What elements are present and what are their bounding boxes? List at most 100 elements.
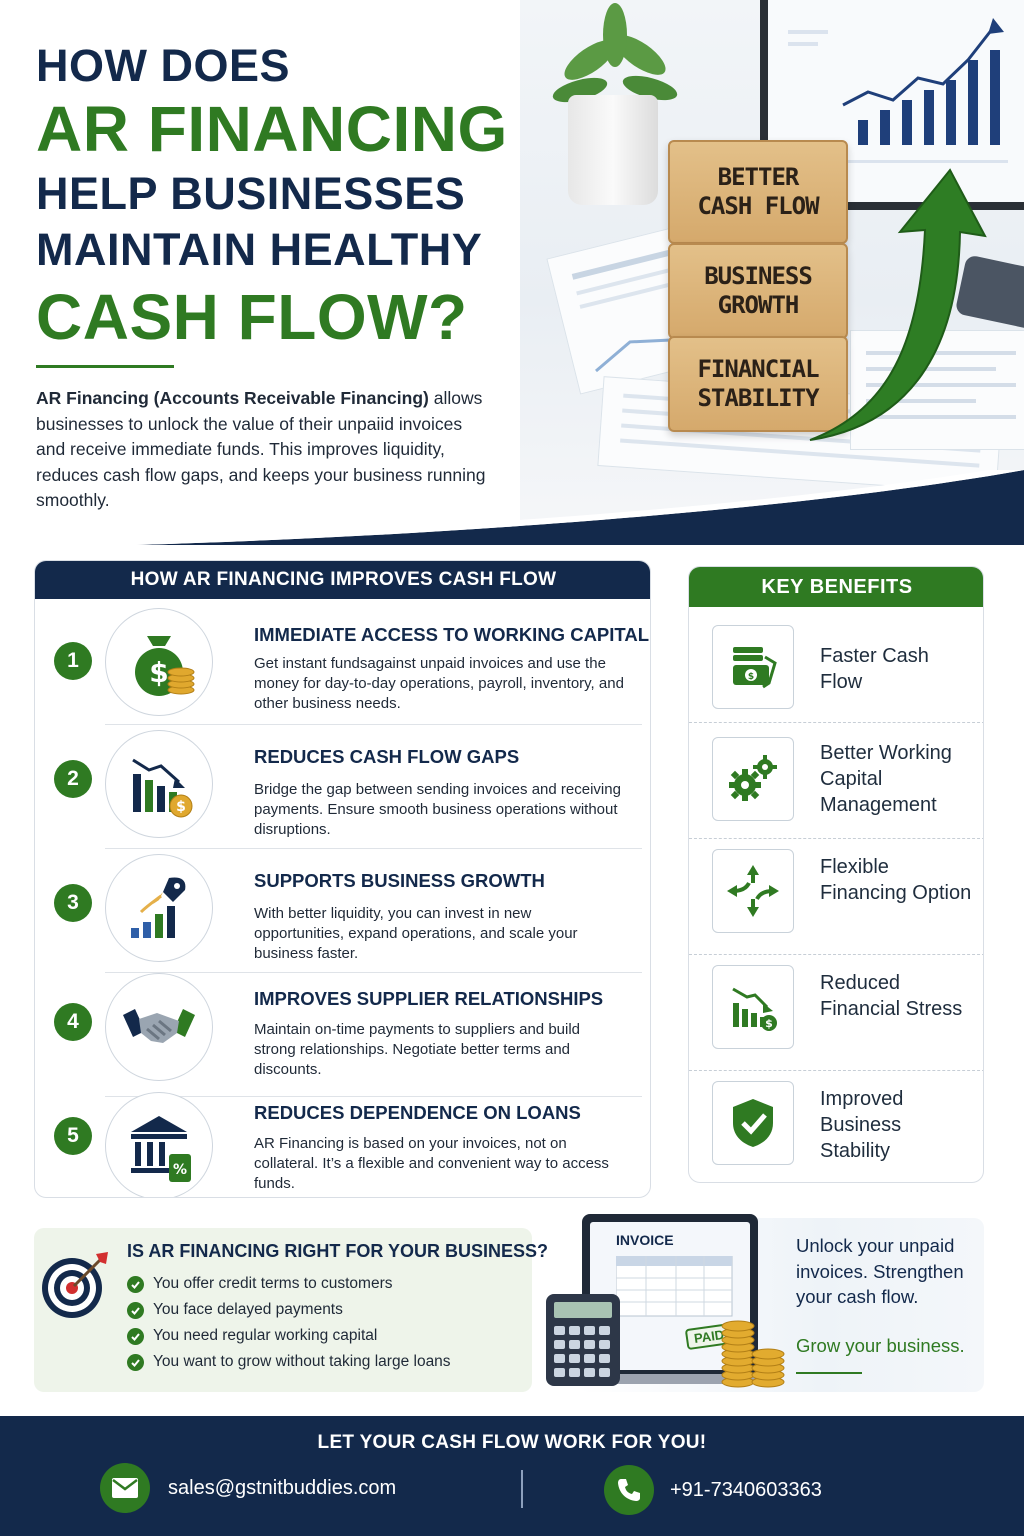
check-icon <box>127 1301 144 1319</box>
step-desc: Get instant fundsagainst unpaid invoices… <box>254 655 624 712</box>
arrows-svg <box>727 865 779 917</box>
monitor-chart-icon <box>788 18 1008 163</box>
check-icon <box>127 1275 144 1293</box>
checklist-title: IS AR FINANCING RIGHT FOR YOUR BUSINESS? <box>127 1241 549 1261</box>
cta-grow-text: Grow your business. <box>796 1335 965 1356</box>
footer-phone-link[interactable]: +91-7340603363 <box>670 1479 822 1501</box>
step-number: 2 <box>54 760 92 798</box>
benefit-label: Improved Business Stability <box>820 1088 904 1162</box>
cash-stack-svg: $ <box>733 647 777 689</box>
block-line: BETTER <box>717 163 800 191</box>
coin-stack-icon <box>718 1318 786 1390</box>
footer-email-link[interactable]: sales@gstnitbuddies.com <box>168 1477 397 1499</box>
check-svg <box>131 1280 140 1289</box>
benefit-improved-stability: Improved Business Stability <box>689 1071 983 1182</box>
step-desc: With better liquidity, you can invest in… <box>254 905 578 962</box>
invoice-table-icon <box>616 1256 733 1317</box>
title-ar-financing: AR FINANCING <box>36 93 508 165</box>
benefit-faster-cash-flow: $ Faster Cash Flow <box>689 607 983 723</box>
intro-rest: allows businesses to unlock the value of… <box>36 388 486 510</box>
title-cash-flow: CASH FLOW? <box>36 281 468 353</box>
checklist-item-text: You face delayed payments <box>153 1301 343 1318</box>
bank-svg: % <box>131 1116 191 1182</box>
laptop-base <box>566 1374 776 1384</box>
benefits-panel: KEY BENEFITS $ Faster Cash Flow <box>688 566 984 1183</box>
step-title: SUPPORTS BUSINESS GROWTH <box>254 870 545 891</box>
email-icon <box>100 1463 150 1513</box>
invoice-label: INVOICE <box>616 1232 674 1248</box>
money-bag-svg: $ <box>135 636 195 696</box>
declining-chart-icon: $ <box>105 730 213 838</box>
block-line: BUSINESS <box>704 262 813 290</box>
benefits-heading: KEY BENEFITS <box>689 567 983 607</box>
check-svg <box>131 1358 140 1367</box>
shield-check-svg <box>733 1099 773 1147</box>
gears-icon <box>712 737 794 821</box>
footer-title: LET YOUR CASH FLOW WORK FOR YOU! <box>317 1432 707 1453</box>
block-line: FINANCIAL <box>697 355 819 383</box>
phone-icon <box>604 1465 654 1515</box>
envelope-svg <box>112 1478 138 1498</box>
falling-chart-icon: $ <box>712 965 794 1049</box>
svg-text:%: % <box>173 1162 187 1178</box>
step-number: 5 <box>54 1117 92 1155</box>
title-maintain-healthy: MAINTAIN HEALTHY <box>36 224 483 275</box>
declining-chart-svg: $ <box>132 758 193 818</box>
shield-check-icon <box>712 1081 794 1165</box>
improves-panel: HOW AR FINANCING IMPROVES CASH FLOW 1 $ … <box>34 560 651 1198</box>
check-icon <box>127 1327 144 1345</box>
step-title: IMPROVES SUPPLIER RELATIONSHIPS <box>254 988 604 1009</box>
improves-heading: HOW AR FINANCING IMPROVES CASH FLOW <box>35 561 650 599</box>
step-divider <box>105 848 642 849</box>
step-divider <box>105 724 642 725</box>
checklist-item-text: You offer credit terms to customers <box>153 1275 393 1292</box>
falling-chart-svg: $ <box>732 987 777 1031</box>
plant-pot <box>568 95 658 205</box>
check-svg <box>131 1332 140 1341</box>
paper-lines-icon <box>866 351 1016 419</box>
step-title: IMMEDIATE ACCESS TO WORKING CAPITAL <box>254 624 650 645</box>
arrows-icon <box>712 849 794 933</box>
check-svg <box>131 1306 140 1315</box>
step-5: 5 % REDUCES DEPENDENCE ON LOANS AR Finan… <box>35 1087 650 1197</box>
step-2: 2 $ REDUCES CASH FLOW GAPS Bridge the ga… <box>35 725 650 849</box>
rocket-growth-icon <box>105 854 213 962</box>
step-desc: AR Financing is based on your invoices, … <box>254 1135 609 1192</box>
handshake-svg <box>123 1009 195 1043</box>
svg-text:$: $ <box>176 799 186 815</box>
target-svg <box>42 1252 108 1318</box>
cta-underline <box>796 1372 862 1374</box>
step-title: REDUCES CASH FLOW GAPS <box>254 746 520 767</box>
benefit-label: Reduced Financial Stress <box>820 972 963 1020</box>
checklist-item: You offer credit terms to customers <box>127 1275 393 1293</box>
benefit-working-capital: Better Working Capital Management <box>689 723 983 839</box>
step-3: 3 SUPPORTS BUSINESS GROWTH With better l… <box>35 849 650 973</box>
block-line: GROWTH <box>717 291 800 319</box>
block-line: CASH FLOW <box>697 192 819 220</box>
checklist-item: You need regular working capital <box>127 1327 377 1345</box>
step-desc: Bridge the gap between sending invoices … <box>254 781 621 838</box>
hero-wave <box>0 470 1024 545</box>
plant-icon <box>552 3 678 103</box>
step-desc: Maintain on-time payments to suppliers a… <box>254 1021 581 1078</box>
calculator-svg <box>554 1302 612 1377</box>
phone-svg <box>618 1479 640 1501</box>
step-number: 1 <box>54 642 92 680</box>
gears-svg <box>729 755 777 801</box>
step-number: 3 <box>54 884 92 922</box>
intro-bold: AR Financing (Accounts Receivable Financ… <box>36 388 429 408</box>
money-bag-icon: $ <box>105 608 213 716</box>
benefit-divider <box>689 722 983 723</box>
checklist-item-text: You want to grow without taking large lo… <box>153 1353 451 1370</box>
up-arrow-icon <box>809 168 987 441</box>
title-divider <box>36 365 174 368</box>
svg-text:$: $ <box>748 672 754 682</box>
title-help-businesses: HELP BUSINESSES <box>36 168 466 219</box>
block-line: STABILITY <box>697 384 819 412</box>
step-number: 4 <box>54 1003 92 1041</box>
